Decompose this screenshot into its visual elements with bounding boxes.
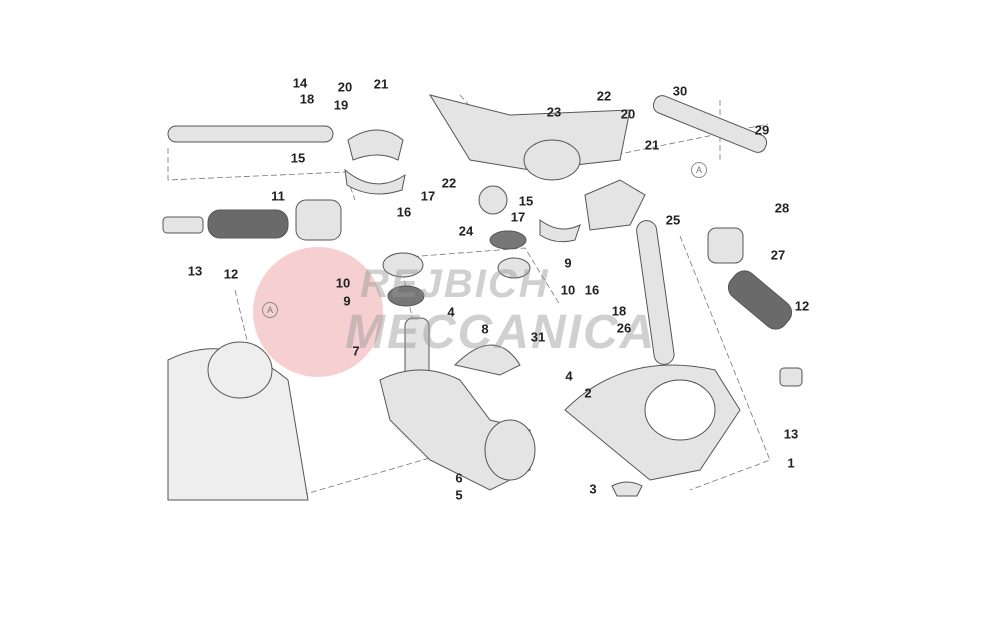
callout: 24	[458, 223, 474, 239]
switch-left	[295, 199, 342, 241]
handlebar-right	[636, 220, 675, 365]
bearing-right	[497, 257, 531, 279]
reference-mark-a: A	[691, 162, 707, 178]
seal-right	[489, 230, 527, 250]
watermark-logo	[253, 247, 383, 377]
watermark-line2: MECCANICA	[345, 306, 657, 359]
callout: 8	[481, 321, 489, 337]
watermark-line1: REJBICH	[360, 262, 550, 306]
callout: 15	[290, 150, 306, 166]
callout: 9	[564, 255, 572, 271]
cover-opening	[644, 379, 716, 441]
clamp-right	[539, 219, 581, 243]
callout: 5	[455, 487, 463, 503]
bar-end-left	[162, 216, 204, 234]
callout: 28	[774, 200, 790, 216]
callout: 6	[455, 470, 463, 486]
clamp-upper	[347, 129, 404, 161]
callout: 16	[584, 282, 600, 298]
callout: 22	[596, 88, 612, 104]
callout: 10	[560, 282, 576, 298]
callout: 20	[620, 106, 636, 122]
top-yoke	[428, 94, 631, 171]
callout: 2	[584, 385, 592, 401]
callout: 17	[510, 209, 526, 225]
callout: 7	[352, 343, 360, 359]
clamp-lower	[344, 168, 406, 195]
callout: 18	[299, 91, 315, 107]
handlebar-left	[167, 125, 334, 143]
callout: 21	[644, 137, 660, 153]
frame-bearing	[207, 341, 273, 399]
callout: 4	[447, 304, 455, 320]
callout: 13	[783, 426, 799, 442]
switch-right	[707, 227, 744, 264]
callout: 22	[441, 175, 457, 191]
grip-left	[207, 209, 289, 239]
ring-nut	[478, 185, 508, 215]
steering-damper	[652, 95, 768, 153]
callout: 9	[343, 293, 351, 309]
reference-mark-a: A	[262, 302, 278, 318]
bearing-upper-left	[382, 252, 424, 278]
callout: 4	[565, 368, 573, 384]
callout: 10	[335, 275, 351, 291]
callout: 27	[770, 247, 786, 263]
callout: 23	[546, 104, 562, 120]
callout: 17	[420, 188, 436, 204]
seal-left	[387, 285, 425, 307]
callout: 3	[589, 481, 597, 497]
grip-right	[727, 270, 793, 330]
callout: 31	[530, 329, 546, 345]
fork-clamp	[484, 419, 536, 481]
callout: 26	[616, 320, 632, 336]
callout: 11	[271, 188, 285, 204]
cover-3	[611, 481, 643, 497]
callout: 20	[337, 79, 353, 95]
callout: 25	[665, 212, 681, 228]
callout: 12	[794, 298, 810, 314]
parts	[162, 94, 803, 501]
callout: 18	[611, 303, 627, 319]
callout: 14	[292, 75, 308, 91]
callout: 12	[223, 266, 239, 282]
callout: 30	[672, 83, 688, 99]
callout: 1	[787, 455, 795, 471]
callout: 15	[518, 193, 534, 209]
callout: 13	[187, 263, 203, 279]
sensor-31	[454, 344, 521, 376]
bar-end-right	[779, 367, 803, 387]
yoke-hole	[523, 139, 581, 181]
clamp-riser	[584, 179, 646, 231]
callout: 21	[373, 76, 389, 92]
callout: 16	[396, 204, 412, 220]
callout: 29	[754, 122, 770, 138]
callout: 19	[333, 97, 349, 113]
